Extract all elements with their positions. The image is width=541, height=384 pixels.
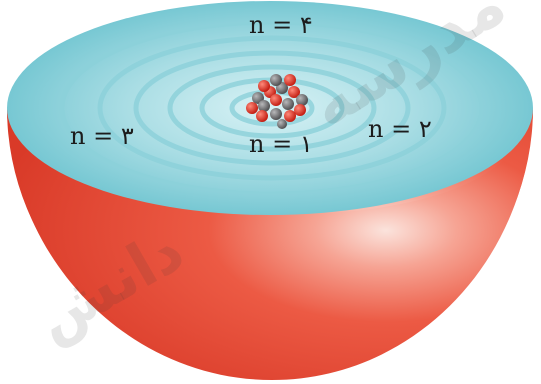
label-n4: n = ۴ — [249, 11, 313, 39]
nucleus — [246, 74, 308, 129]
water-surface — [7, 1, 533, 215]
bowl-body — [7, 108, 533, 380]
label-n2: n = ۲ — [368, 115, 432, 143]
label-n1: n = ۱ — [249, 130, 313, 158]
label-n3: n = ۳ — [70, 122, 134, 150]
